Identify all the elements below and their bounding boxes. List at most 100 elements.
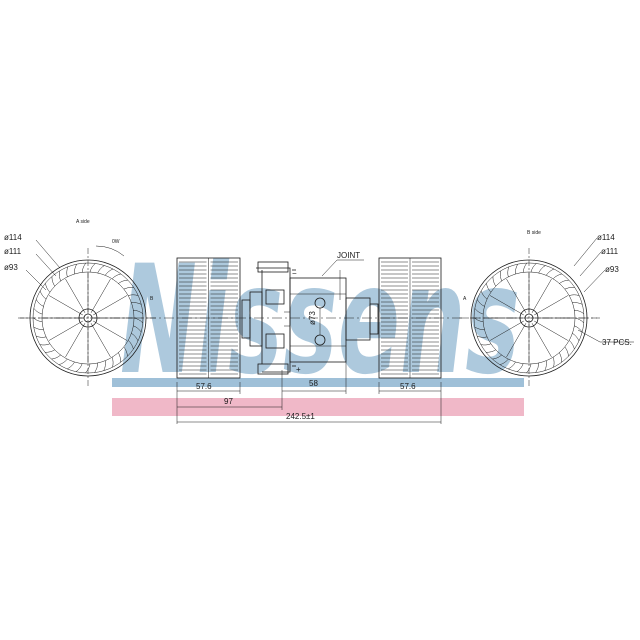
spoke <box>534 295 569 316</box>
spoke <box>93 295 128 316</box>
leader-line <box>35 253 57 277</box>
blade <box>123 346 128 357</box>
blade <box>128 340 134 350</box>
blade <box>58 358 68 365</box>
blade <box>33 308 43 315</box>
left-side-label: A side <box>76 219 90 225</box>
blade <box>569 294 580 296</box>
blade <box>128 294 139 296</box>
blade <box>552 273 562 279</box>
dimension-right-fan-width: 57.6 <box>400 382 416 391</box>
blade <box>485 349 496 353</box>
blade <box>480 290 488 300</box>
blade <box>574 309 584 314</box>
blade <box>51 276 56 287</box>
blade <box>133 309 143 314</box>
blade <box>530 263 537 273</box>
blade <box>58 270 61 282</box>
blade <box>94 362 98 373</box>
leader-line <box>577 329 601 343</box>
blade <box>572 333 580 342</box>
blade <box>492 354 502 360</box>
dimension-left-fan-width: 57.6 <box>196 382 212 391</box>
blade <box>111 273 121 279</box>
spoke <box>534 320 569 341</box>
spoke <box>93 320 128 341</box>
leader-line <box>35 239 61 269</box>
blade <box>97 265 105 274</box>
blade <box>508 361 516 370</box>
left-rotation-label: 0W <box>112 239 120 245</box>
spoke <box>90 278 111 313</box>
blade <box>131 333 139 342</box>
blade <box>123 287 134 290</box>
right-axis-letter: A <box>463 296 467 302</box>
blade <box>564 287 575 290</box>
rotation-arrow-icon <box>95 245 125 257</box>
blade <box>45 283 51 293</box>
blade <box>515 264 518 275</box>
spoke <box>489 295 524 316</box>
blade <box>476 335 488 338</box>
leader-line <box>321 259 338 277</box>
blade <box>33 326 44 330</box>
blade <box>559 279 569 284</box>
spoke <box>65 278 86 313</box>
blade <box>67 361 75 370</box>
spoke <box>65 323 86 358</box>
blade <box>538 265 546 274</box>
blade <box>535 362 539 373</box>
shaft-hole-icon <box>314 297 326 346</box>
blade <box>104 268 114 276</box>
dimension-motor-length: 58 <box>309 379 318 388</box>
blade <box>39 343 50 346</box>
blade <box>480 343 491 346</box>
blade <box>559 352 562 363</box>
blade <box>516 363 524 372</box>
spoke <box>90 323 111 358</box>
leader-line <box>573 237 598 267</box>
spoke <box>506 323 527 358</box>
right-blade-count: 37 PCS. <box>602 338 632 347</box>
joint-label: JOINT <box>337 251 360 260</box>
blade <box>476 299 485 307</box>
blade <box>111 357 114 368</box>
spoke <box>531 278 552 313</box>
spoke <box>48 320 83 341</box>
blade <box>35 335 47 338</box>
blade <box>564 346 569 357</box>
blade <box>473 317 484 323</box>
spoke <box>531 323 552 358</box>
watermark-pink-band <box>112 398 524 416</box>
blade <box>522 262 528 273</box>
blade <box>44 349 55 353</box>
blade <box>133 325 142 333</box>
minus-terminal-label: − <box>292 269 297 278</box>
blade <box>499 270 502 282</box>
spoke <box>48 295 83 316</box>
left-diameter-93: ø93 <box>4 263 18 272</box>
blade <box>89 263 96 273</box>
leader-line <box>579 251 602 277</box>
blade <box>574 317 584 324</box>
blade <box>492 276 497 287</box>
blade <box>81 262 87 273</box>
leader-line <box>25 269 47 291</box>
blade <box>118 279 128 284</box>
blade <box>74 264 77 275</box>
blade <box>572 302 583 305</box>
blade <box>35 299 44 307</box>
blade <box>486 283 492 293</box>
blade <box>474 308 484 315</box>
blade <box>131 302 142 305</box>
blade <box>39 290 47 300</box>
leader-line <box>583 269 606 293</box>
motor-body <box>241 261 379 375</box>
blade <box>75 363 83 372</box>
dimension-overall-length: 242.5±1 <box>286 412 315 421</box>
blade <box>499 358 509 365</box>
blade <box>32 317 43 323</box>
blade <box>574 325 583 333</box>
right-diameter-93: ø93 <box>605 265 619 274</box>
